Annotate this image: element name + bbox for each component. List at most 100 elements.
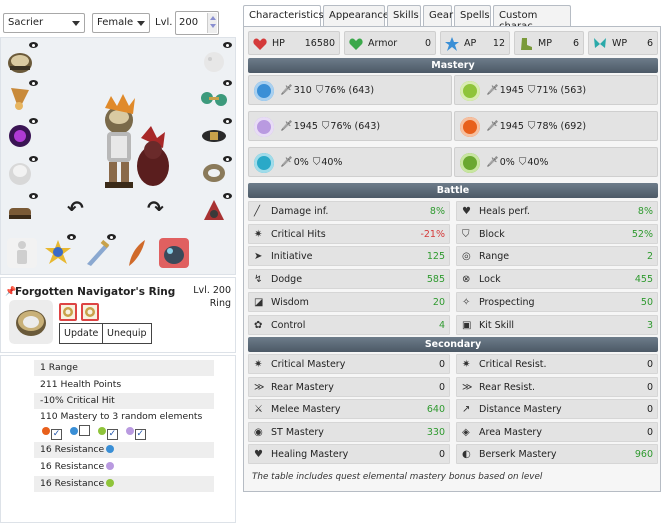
pin-icon: 📌 <box>5 287 17 297</box>
visibility-eye-icon[interactable] <box>223 156 232 162</box>
prospecting-icon: ✧ <box>462 296 471 308</box>
tab-gear[interactable]: Gear <box>423 5 453 26</box>
epaulettes-icon <box>201 92 227 106</box>
tab-spells[interactable]: Spells <box>454 5 491 26</box>
st-mastery-icon: ◉ <box>254 426 263 438</box>
unequip-button[interactable]: Unequip <box>102 323 152 344</box>
costume-slot[interactable] <box>7 238 37 268</box>
fire-element-icon <box>460 117 480 137</box>
ring-variant-1[interactable] <box>59 303 77 321</box>
epaulettes-slot[interactable] <box>199 84 229 114</box>
boots-slot[interactable] <box>5 196 35 226</box>
stat-label: Prospecting <box>479 296 535 308</box>
visibility-eye-icon[interactable] <box>223 42 232 48</box>
battle-stat-row: ╱Damage inf.8% <box>248 201 450 221</box>
stat-label: Control <box>271 319 306 331</box>
rotate-left-icon[interactable]: ↶ <box>67 196 84 220</box>
visibility-eye-icon[interactable] <box>29 156 38 162</box>
ring-icon <box>9 300 53 344</box>
sword-icon: 🗡 <box>486 85 499 96</box>
visibility-eye-icon[interactable] <box>223 193 232 199</box>
kit-skill-icon: ▣ <box>462 319 472 331</box>
battle-header: Battle <box>248 183 658 198</box>
rear-resist-icon: ≫ <box>462 381 473 393</box>
stat-value: 2 <box>646 251 653 263</box>
tab-skills[interactable]: Skills <box>387 5 421 26</box>
weapon-slot-2[interactable] <box>83 238 113 268</box>
sex-select[interactable]: Female <box>92 13 150 33</box>
weapon-slot-1[interactable] <box>43 238 73 268</box>
dodge-icon: ↯ <box>254 274 263 286</box>
ring-variant-2[interactable] <box>81 303 99 321</box>
item-type: Ring <box>209 298 231 309</box>
light-element-icon <box>460 153 480 173</box>
pet-slot[interactable] <box>199 47 229 77</box>
battle-stat-row: ✧ Prospecting 50 <box>456 291 658 312</box>
class-select[interactable]: Sacrier <box>3 13 85 33</box>
visibility-eye-icon[interactable] <box>29 118 38 124</box>
secondary-stat-row: ≫Rear Resist.0 <box>456 376 658 397</box>
belt-slot[interactable] <box>199 121 229 151</box>
tab-custom-charac[interactable]: Custom charac. <box>493 5 571 32</box>
mp-boot-icon <box>521 38 532 50</box>
visibility-eye-icon[interactable] <box>67 234 76 240</box>
stat-label: Berserk Mastery <box>479 449 557 460</box>
accessory-slot[interactable] <box>121 238 151 268</box>
shield-sun-icon <box>45 240 71 264</box>
sword-icon: 🗡 <box>486 157 499 168</box>
stat-value: 330 <box>426 426 445 438</box>
battle-stat-row: ♥Heals perf.8% <box>456 201 658 221</box>
stat-label: Block <box>479 228 505 240</box>
mastery-fire: 🗡1945 ⛉78% (692) <box>454 111 658 141</box>
fire-checkbox[interactable]: ✓ <box>51 429 62 440</box>
helmet-slot[interactable] <box>5 47 35 77</box>
amulet-slot[interactable] <box>5 84 35 114</box>
emblem-slot[interactable] <box>199 196 229 226</box>
distance-mastery-icon: ↗ <box>462 404 471 415</box>
update-button[interactable]: Update <box>59 323 104 344</box>
level-input[interactable]: 200 <box>175 11 219 35</box>
air-checkbox[interactable]: ✓ <box>134 429 146 440</box>
visibility-eye-icon[interactable] <box>223 118 232 124</box>
healing-mastery-icon: ♥ <box>254 449 263 460</box>
visibility-eye-icon[interactable] <box>29 80 38 86</box>
breastplate-slot[interactable] <box>5 121 35 151</box>
earth-checkbox[interactable]: ✓ <box>106 429 118 440</box>
visibility-eye-icon[interactable] <box>223 80 232 86</box>
tab-appearance[interactable]: Appearance <box>323 5 389 26</box>
level-stepper[interactable] <box>207 13 217 33</box>
stat-value: 52% <box>631 228 653 240</box>
ring-icon <box>203 164 225 182</box>
area-mastery-icon: ◈ <box>462 426 470 438</box>
cape-slot[interactable] <box>5 158 35 188</box>
tab-characteristics[interactable]: Characteristics <box>243 5 324 27</box>
fire-element-icon <box>42 427 50 435</box>
earth-element-icon <box>460 81 480 101</box>
ring-slot-1[interactable] <box>199 158 229 188</box>
rotate-right-icon[interactable]: ↷ <box>147 196 164 220</box>
stat-value: 585 <box>426 274 445 286</box>
stat-value: 50 <box>640 296 653 308</box>
water-checkbox[interactable] <box>78 425 90 436</box>
mount-slot[interactable] <box>159 238 189 268</box>
item-effects-list: 1 Range 211 Health Points -10% Critical … <box>0 355 236 523</box>
stat-label: Critical Mastery <box>271 359 346 370</box>
sword-icon: 🗡 <box>280 121 293 132</box>
visibility-eye-icon[interactable] <box>29 42 38 48</box>
visibility-eye-icon[interactable] <box>29 193 38 199</box>
visibility-eye-icon[interactable] <box>107 234 116 240</box>
element-choices: ✓ ✓ ✓ <box>40 425 208 440</box>
stat-value: 3 <box>646 319 653 331</box>
mastery-stasis: 🗡0% ⛉40% <box>248 147 452 177</box>
stat-value: 20 <box>432 296 445 308</box>
